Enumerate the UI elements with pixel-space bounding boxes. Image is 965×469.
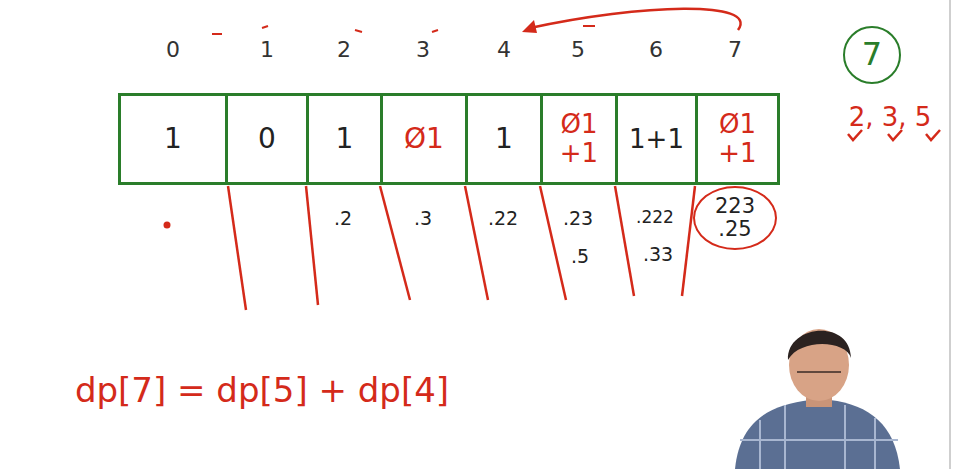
dot xyxy=(164,222,171,229)
index-label: 1 xyxy=(260,38,274,62)
index-label: 4 xyxy=(497,38,511,62)
note-label: .33 xyxy=(643,244,673,265)
recurrence-note: dp[7] = dp[5] + dp[4] xyxy=(75,372,449,409)
cell-value: 7 xyxy=(862,37,882,72)
index-label: 2 xyxy=(337,38,351,62)
note-label: .222 xyxy=(636,208,674,227)
index-label: 6 xyxy=(649,38,663,62)
note-label: .3 xyxy=(414,208,432,229)
cell-value: +1 xyxy=(560,139,598,168)
array-cell: 1 xyxy=(465,93,543,185)
cell-value: Ø1 xyxy=(560,110,597,139)
circled-value: 223.25 xyxy=(693,186,777,250)
cell-value: 223 xyxy=(715,195,755,218)
cell-value: 1 xyxy=(495,124,513,155)
cell-value: 1+1 xyxy=(629,125,684,154)
jump-arrow xyxy=(530,9,741,30)
cell-value: Ø1 xyxy=(719,110,756,139)
note-label: .2 xyxy=(334,208,352,229)
index-label: 0 xyxy=(166,38,180,62)
array-cell: Ø1+1 xyxy=(540,93,618,185)
column-lines xyxy=(228,186,695,310)
array-cell: Ø1 xyxy=(380,93,468,185)
arrow-head xyxy=(522,20,537,33)
array-cell: 1+1 xyxy=(615,93,698,185)
array-cell: 0 xyxy=(225,93,309,185)
cell-value: 1 xyxy=(164,124,182,155)
cell-value: +1 xyxy=(718,139,756,168)
array-cell: 1 xyxy=(306,93,383,185)
array-cell: 1 xyxy=(118,93,228,185)
cell-value: Ø1 xyxy=(404,124,444,155)
cell-value: 1 xyxy=(336,124,354,155)
note-label: 2, 3, 5 xyxy=(849,103,932,132)
note-label: .5 xyxy=(571,246,589,267)
note-label: .23 xyxy=(563,208,593,229)
cell-value: 0 xyxy=(258,124,276,155)
frame-edge xyxy=(949,0,951,469)
index-label: 5 xyxy=(571,38,585,62)
presenter xyxy=(735,329,900,469)
index-label: 7 xyxy=(728,38,742,62)
array-cell: Ø1+1 xyxy=(695,93,780,185)
note-label: .22 xyxy=(488,208,518,229)
circled-value: 7 xyxy=(843,26,901,84)
index-label: 3 xyxy=(416,38,430,62)
cell-value: .25 xyxy=(718,218,751,241)
